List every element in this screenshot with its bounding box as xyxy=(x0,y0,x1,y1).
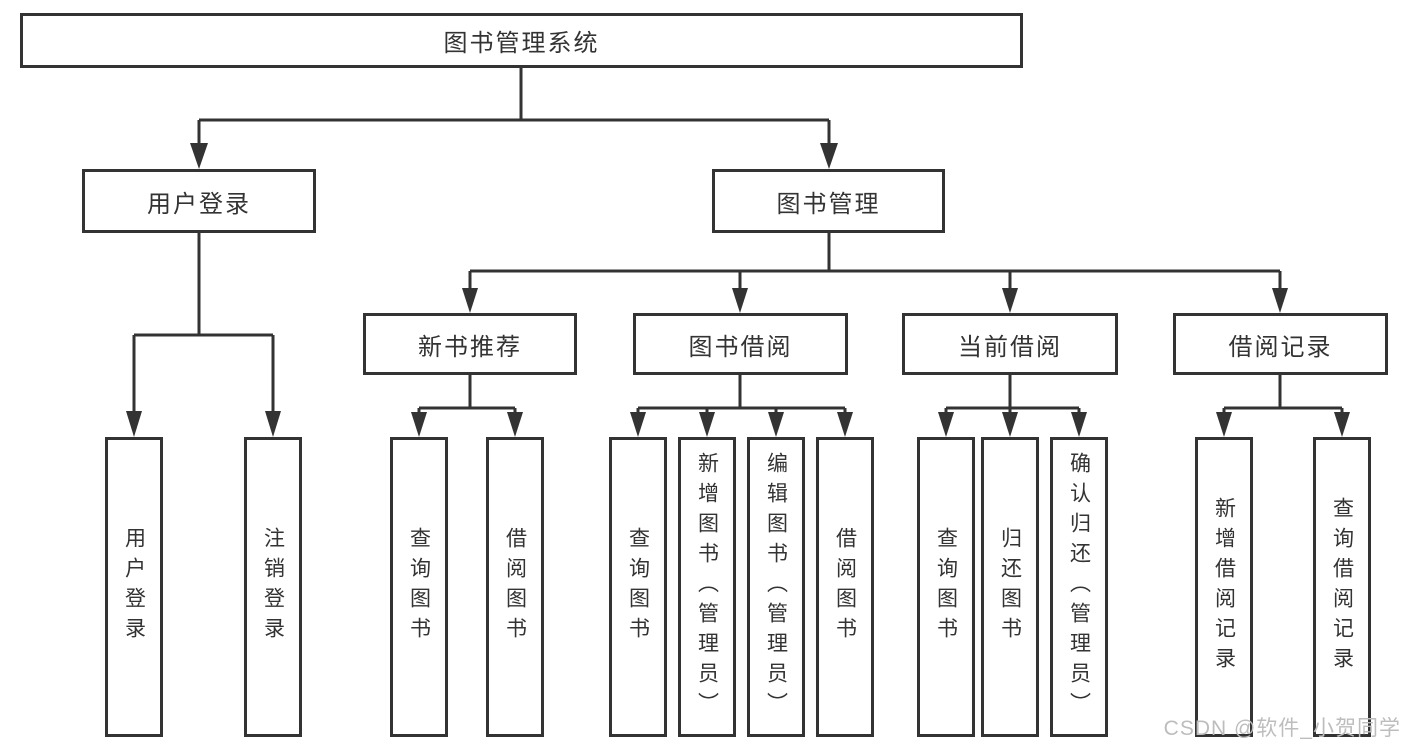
leaf-add-book-admin: 新增图书（管理员） xyxy=(678,437,736,737)
leaf-edit-book-admin: 编辑图书（管理员） xyxy=(747,437,805,737)
arrowhead-icon xyxy=(938,412,954,437)
arrowhead-icon xyxy=(411,412,427,437)
connector-bookmgmt-to-level3 xyxy=(462,233,1288,313)
leaf-user-login: 用户登录 xyxy=(105,437,163,737)
arrowhead-icon xyxy=(1002,288,1018,313)
connector-records-to-leaves xyxy=(1216,375,1350,437)
leaf-return-book: 归还图书 xyxy=(981,437,1039,737)
arrowhead-icon xyxy=(507,412,523,437)
arrowhead-icon xyxy=(1071,412,1087,437)
leaf-confirm-return-admin: 确认归还（管理员） xyxy=(1050,437,1108,737)
arrowhead-icon xyxy=(265,411,281,437)
leaf-label: 查询图书 xyxy=(934,527,958,647)
leaf-label: 注销登录 xyxy=(261,527,285,647)
arrowhead-icon xyxy=(699,412,715,437)
leaf-query-book-recommend: 查询图书 xyxy=(390,437,448,737)
leaf-add-borrow-record: 新增借阅记录 xyxy=(1195,437,1253,737)
leaf-label: 归还图书 xyxy=(998,527,1022,647)
connector-recommend-to-leaves xyxy=(411,375,523,437)
leaf-label: 用户登录 xyxy=(122,527,146,647)
leaf-label: 新增借阅记录 xyxy=(1212,497,1236,677)
arrowhead-icon xyxy=(1334,412,1350,437)
leaf-query-borrow-record: 查询借阅记录 xyxy=(1313,437,1371,737)
leaf-label: 查询图书 xyxy=(626,527,650,647)
arrowhead-icon xyxy=(837,412,853,437)
node-book-management: 图书管理 xyxy=(712,169,945,233)
arrowhead-icon xyxy=(1002,412,1018,437)
arrowhead-icon xyxy=(820,143,838,169)
csdn-watermark: CSDN @软件_小贺同学 xyxy=(1163,717,1401,740)
arrowhead-icon xyxy=(630,412,646,437)
node-root-system: 图书管理系统 xyxy=(20,13,1023,68)
leaf-borrow-book-recommend: 借阅图书 xyxy=(486,437,544,737)
arrowhead-icon xyxy=(190,143,208,169)
leaf-label: 借阅图书 xyxy=(503,527,527,647)
node-book-borrow: 图书借阅 xyxy=(633,313,848,375)
leaf-label: 查询借阅记录 xyxy=(1330,497,1354,677)
arrowhead-icon xyxy=(126,411,142,437)
connector-login-to-leaves xyxy=(126,233,281,437)
node-borrow-records: 借阅记录 xyxy=(1173,313,1388,375)
node-new-book-recommend: 新书推荐 xyxy=(363,313,577,375)
connector-current-to-leaves xyxy=(938,375,1087,437)
leaf-label: 确认归还（管理员） xyxy=(1067,452,1091,722)
leaf-logout: 注销登录 xyxy=(244,437,302,737)
node-current-borrow: 当前借阅 xyxy=(902,313,1118,375)
arrowhead-icon xyxy=(462,288,478,313)
node-user-login: 用户登录 xyxy=(82,169,316,233)
connector-root-to-level2 xyxy=(190,68,838,169)
leaf-label: 新增图书（管理员） xyxy=(695,452,719,722)
leaf-label: 借阅图书 xyxy=(833,527,857,647)
leaf-borrow-book: 借阅图书 xyxy=(816,437,874,737)
connector-borrow-to-leaves xyxy=(630,375,853,437)
arrowhead-icon xyxy=(1216,412,1232,437)
arrowhead-icon xyxy=(1272,288,1288,313)
leaf-query-book-current: 查询图书 xyxy=(917,437,975,737)
arrowhead-icon xyxy=(768,412,784,437)
leaf-label: 编辑图书（管理员） xyxy=(764,452,788,722)
leaf-label: 查询图书 xyxy=(407,527,431,647)
leaf-query-book-borrow: 查询图书 xyxy=(609,437,667,737)
arrowhead-icon xyxy=(732,288,748,313)
